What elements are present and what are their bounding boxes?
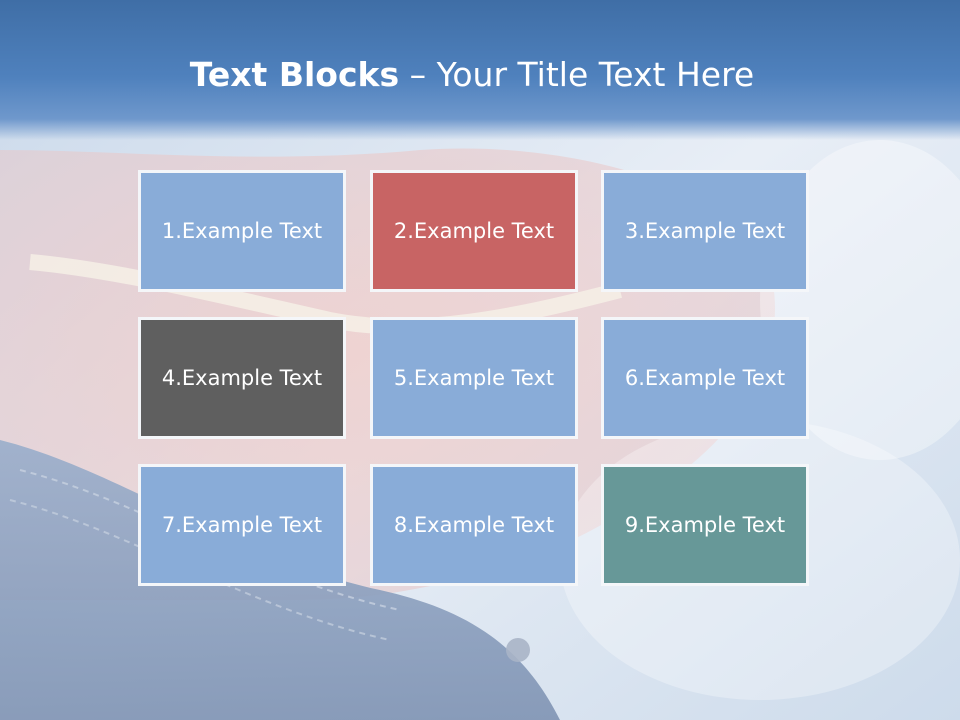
- header-band: [0, 0, 960, 140]
- text-block-grid: 1.Example Text 2.Example Text 3.Example …: [138, 170, 816, 594]
- page-title: Text Blocks – Your Title Text Here: [0, 52, 944, 98]
- text-block-1: 1.Example Text: [138, 170, 346, 292]
- title-bold: Text Blocks: [189, 55, 400, 94]
- title-rest: – Your Title Text Here: [399, 55, 755, 94]
- text-block-5: 5.Example Text: [370, 317, 578, 439]
- text-block-4: 4.Example Text: [138, 317, 346, 439]
- text-block-8: 8.Example Text: [370, 464, 578, 586]
- text-block-7: 7.Example Text: [138, 464, 346, 586]
- text-block-3: 3.Example Text: [601, 170, 809, 292]
- text-block-6: 6.Example Text: [601, 317, 809, 439]
- text-block-2: 2.Example Text: [370, 170, 578, 292]
- text-block-9: 9.Example Text: [601, 464, 809, 586]
